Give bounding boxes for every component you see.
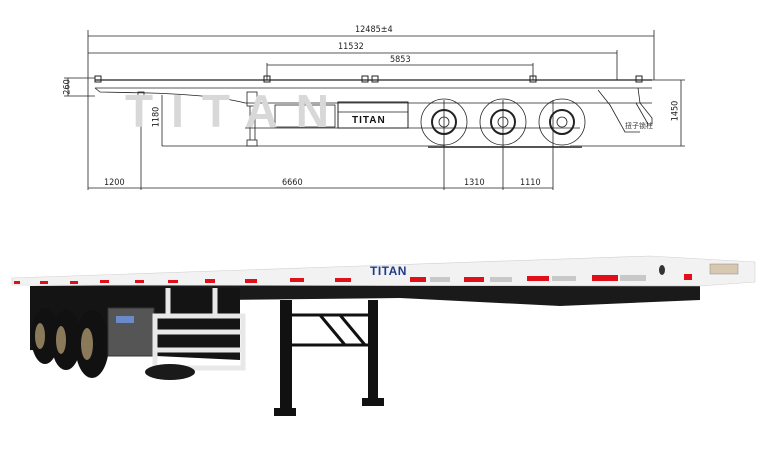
- photo-brand-label: TITAN: [370, 264, 407, 278]
- dim-front-overhang: 1200: [104, 178, 125, 188]
- dim-kingpin-to-axle: 6660: [282, 178, 303, 188]
- dim-lock-spacing: 5853: [390, 55, 411, 65]
- twist-lock-annotation: 扭子锁柱: [625, 123, 653, 130]
- brand-watermark: TITAN: [125, 85, 348, 137]
- toolbox-brand-label: TITAN: [352, 115, 386, 126]
- trailer-side-elevation: [64, 30, 685, 190]
- dim-length-to-rear-lock: 11532: [338, 42, 364, 52]
- dim-overall-length: 12485±4: [355, 25, 393, 35]
- dim-axle-spacing-2: 1110: [520, 178, 541, 188]
- dim-axle-spacing-1: 1310: [464, 178, 485, 188]
